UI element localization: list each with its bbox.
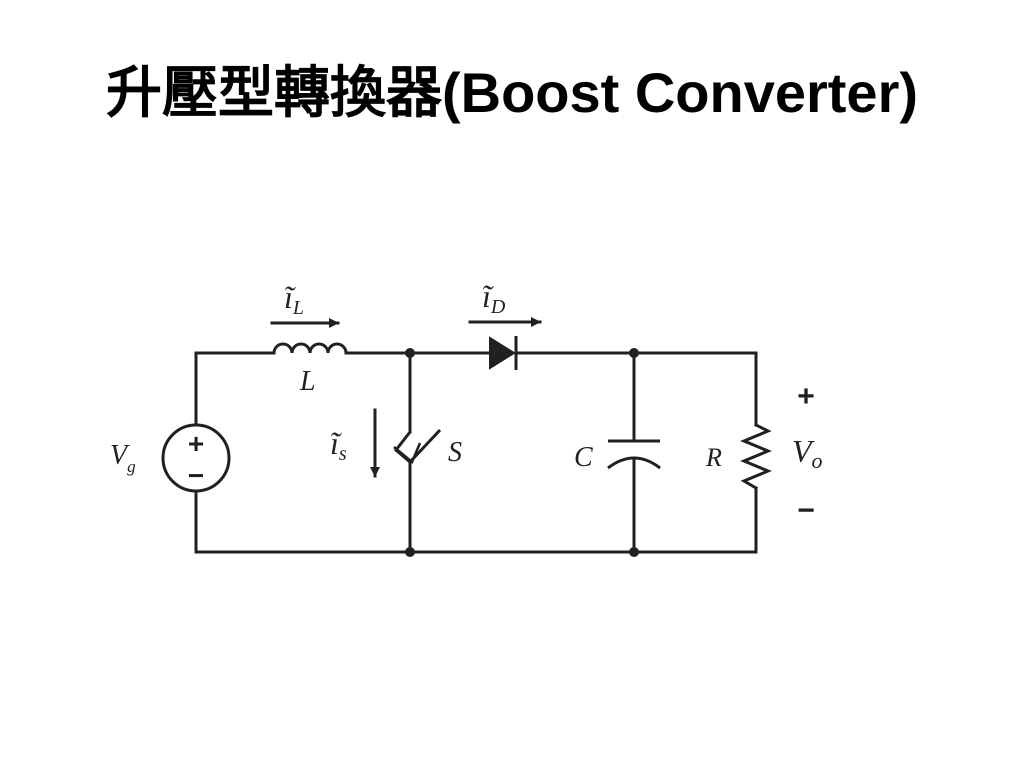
slide-title: 升壓型轉換器(Boost Converter) [105,61,919,124]
switch-label: S [448,437,462,468]
junction-dot [405,547,415,557]
source-label: Vg [110,440,136,476]
resistor-label: R [705,443,722,472]
junction-dot [629,348,639,358]
source-minus-sign: − [188,460,204,491]
junction-dots [405,348,639,557]
inductor-current-label: ĩL [284,279,304,319]
output-voltage-label: Vo [792,433,823,473]
diode [489,336,518,370]
switch [393,428,442,465]
output-voltage-main: V [792,433,815,469]
resistor [740,422,772,491]
diode-current-sub: D [490,296,506,318]
source-plus-sign: + [188,428,204,459]
capacitor-label: C [574,442,593,473]
output-plus-sign: + [797,380,815,413]
source-label-main: V [110,440,130,471]
capacitor [607,439,661,470]
switch-current-sub: s [339,443,347,465]
switch-current-label: ĩs [330,425,347,465]
source-label-sub: g [127,457,136,476]
output-voltage-sub: o [812,448,823,473]
circuit-wires [194,351,758,554]
inductor-current-sub: L [292,297,304,319]
inductor [272,342,348,355]
output-minus-sign: − [797,494,815,527]
diode-current-label: ĩD [482,278,506,318]
junction-dot [405,348,415,358]
voltage-source: + − [161,423,231,493]
inductor-label: L [299,366,316,397]
junction-dot [629,547,639,557]
